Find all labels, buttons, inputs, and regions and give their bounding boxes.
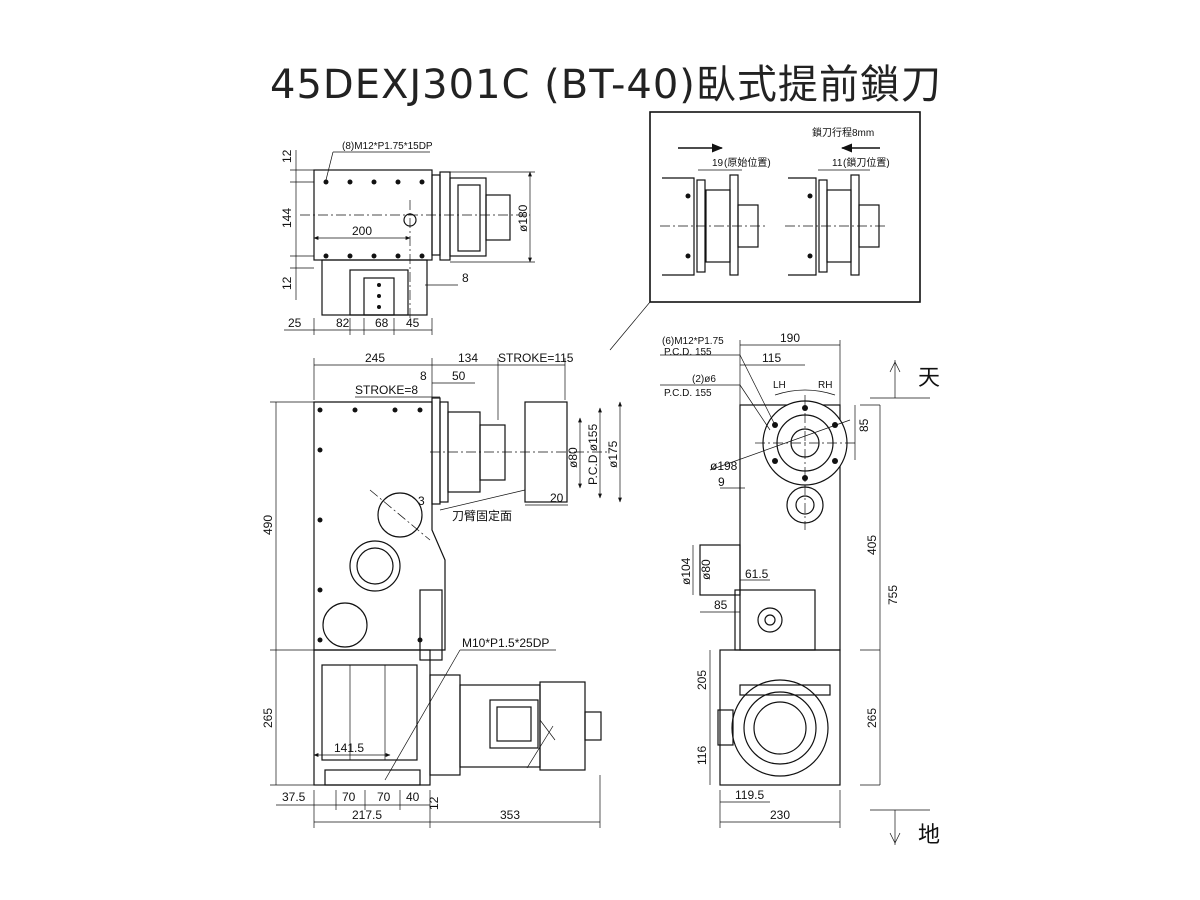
front-dim-353: 353	[500, 808, 520, 822]
front-dim-134: 134	[458, 351, 478, 365]
top-dim-200: 200	[352, 224, 372, 238]
front-dim-50: 50	[452, 369, 466, 383]
side-dim-61-5: 61.5	[745, 567, 769, 581]
top-dim-82: 82	[336, 316, 350, 330]
side-dim-9: 9	[718, 475, 725, 489]
side-dim-85a: 85	[857, 418, 871, 432]
front-dim-37-5: 37.5	[282, 790, 306, 804]
front-dim-dia80: ø80	[566, 447, 580, 468]
top-view: (8)M12*P1.75*15DP 12 144 12 200 ø180 8 2…	[280, 141, 535, 335]
front-dim-245: 245	[365, 351, 385, 365]
side-dim-265: 265	[865, 708, 879, 728]
detail-lock-stroke: 鎖刀行程8mm	[812, 126, 874, 139]
top-view-thread-note: (8)M12*P1.75*15DP	[342, 141, 433, 152]
front-dim-70b: 70	[377, 790, 391, 804]
top-dim-68: 68	[375, 316, 389, 330]
side-dim-190: 190	[780, 331, 800, 345]
drawing-title: 45DEXJ301C (BT-40)臥式提前鎖刀	[270, 62, 942, 108]
top-dim-8: 8	[462, 271, 469, 285]
front-stroke-115: STROKE=115	[498, 351, 574, 365]
side-view: (6)M12*P1.75 P.C.D. 155 (2)ø6 P.C.D. 155…	[660, 331, 940, 847]
top-dim-dia180: ø180	[516, 204, 530, 232]
front-dim-40: 40	[406, 790, 420, 804]
detail-pos-right: 11	[832, 158, 843, 169]
side-dim-405: 405	[865, 535, 879, 555]
front-view: 245 134 STROKE=115 8 50 STROKE=8 490 265…	[261, 351, 622, 828]
front-stroke-8: STROKE=8	[355, 383, 418, 397]
side-dim-85b: 85	[714, 598, 728, 612]
side-pin-pcd: P.C.D. 155	[664, 388, 712, 399]
front-dim-265: 265	[261, 708, 275, 728]
side-thread-pcd: P.C.D. 155	[664, 347, 712, 358]
side-dim-755: 755	[886, 585, 900, 605]
front-dim-141-5: 141.5	[334, 741, 364, 755]
front-dim-217-5: 217.5	[352, 808, 382, 822]
side-dim-205: 205	[695, 670, 709, 690]
front-dim-70a: 70	[342, 790, 356, 804]
front-dim-3: 3	[418, 494, 425, 508]
arm-mount-surface-label: 刀臂固定面	[452, 508, 512, 523]
front-view-bolt-holes	[317, 407, 423, 643]
top-dim-45: 45	[406, 316, 420, 330]
motor-thread-note: M10*P1.5*25DP	[462, 636, 549, 650]
front-dim-490: 490	[261, 515, 275, 535]
side-dim-119-5: 119.5	[735, 788, 764, 802]
rotation-lh: LH	[773, 380, 786, 391]
side-dim-116: 116	[695, 746, 709, 765]
orientation-ground: 地	[918, 822, 940, 847]
front-dim-pcd155: P.C.D ø155	[586, 424, 600, 485]
side-dim-dia80: ø80	[699, 559, 713, 580]
detail-pos-left-note: (原始位置)	[724, 156, 771, 169]
rotation-rh: RH	[818, 380, 832, 391]
detail-inset: 鎖刀行程8mm 19 (原始位置) 11 (鎖刀位置)	[609, 111, 921, 351]
side-dim-dia198: ø198	[710, 459, 738, 473]
front-dim-dia175: ø175	[606, 440, 620, 468]
orientation-sky: 天	[918, 365, 940, 390]
side-thread-note: (6)M12*P1.75	[662, 336, 724, 347]
top-dim-12b: 12	[280, 276, 294, 290]
side-dim-230: 230	[770, 808, 790, 822]
front-dim-8: 8	[420, 369, 427, 383]
top-view-bolt-holes	[323, 179, 425, 309]
side-pin-note: (2)ø6	[692, 374, 716, 385]
front-dim-20: 20	[550, 491, 564, 505]
detail-pos-right-note: (鎖刀位置)	[843, 156, 890, 169]
side-dim-115: 115	[762, 351, 781, 365]
detail-pos-left: 19	[712, 158, 724, 169]
side-dim-dia104: ø104	[679, 557, 693, 585]
front-dim-12: 12	[427, 796, 441, 810]
top-dim-144: 144	[280, 208, 294, 228]
top-dim-12a: 12	[280, 149, 294, 163]
top-dim-25: 25	[288, 316, 302, 330]
